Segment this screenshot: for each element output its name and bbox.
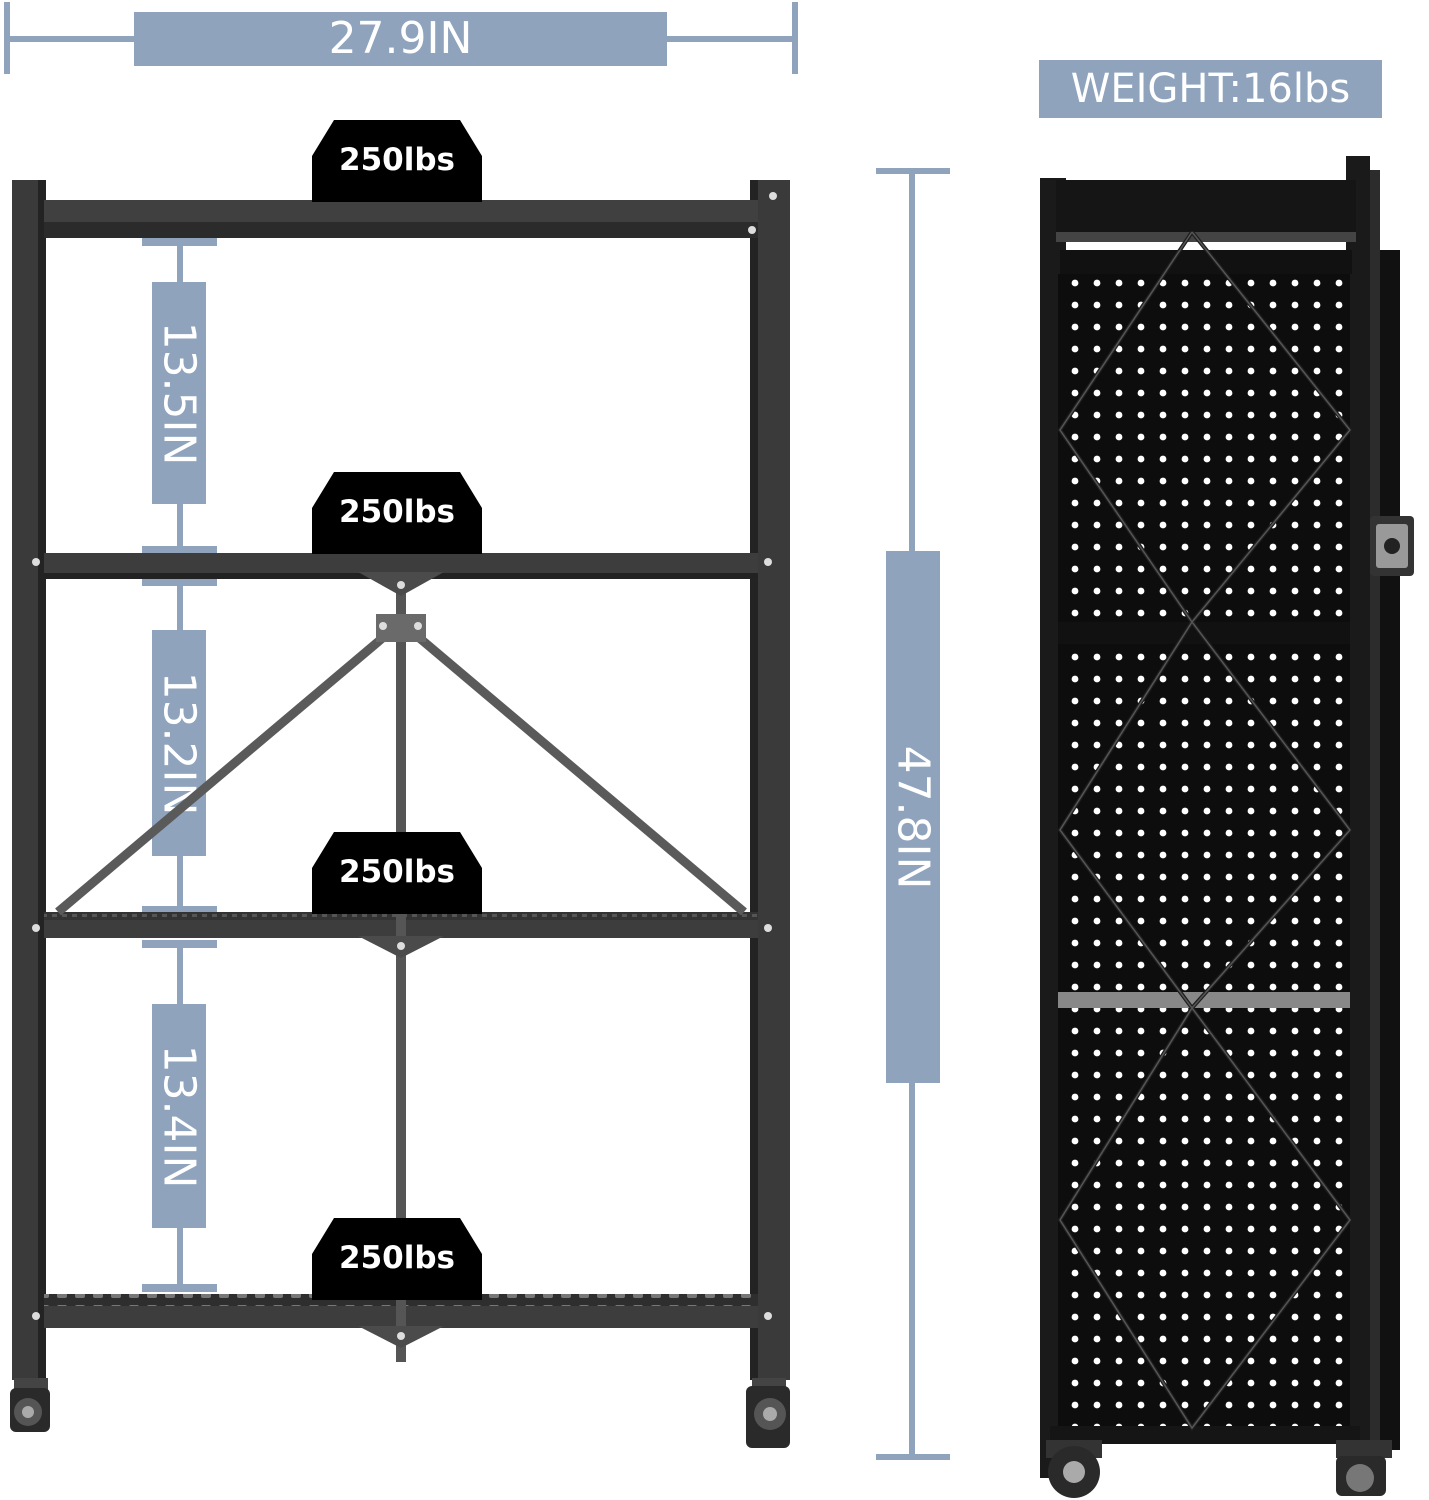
gap-cap-3b [142,1284,217,1292]
width-dimension-right-cap [792,2,798,74]
hinge-latch-icon [1370,516,1414,576]
gap-cap-2a [142,578,217,586]
capacity-badge-3: 250lbs [312,832,482,914]
caster-wheel-icon [746,1378,790,1448]
capacity-badge-1: 250lbs [312,120,482,202]
gap-cap-1a [142,238,217,246]
width-label: 27.9IN [134,12,667,66]
unfolded-shelf-rack [10,180,790,1448]
perforated-panel-2 [1058,644,1350,994]
gap-label-box-1: 13.5IN [152,282,206,504]
capacity-label-4: 250lbs [339,1240,455,1276]
gap-cap-3a [142,940,217,948]
height-label-box: 47.8IN [886,551,940,1083]
capacity-badge-2: 250lbs [312,472,482,554]
gap-label-box-3: 13.4IN [152,1004,206,1228]
gap-cap-2b [142,906,217,914]
height-dimension-bottom-cap [876,1454,950,1460]
weight-label: WEIGHT:16lbs [1039,60,1382,118]
capacity-label-1: 250lbs [339,142,455,178]
center-post [396,578,406,1362]
gap-cap-1b [142,546,217,554]
gap-label-box-2: 13.2IN [152,630,206,856]
folded-shelf-rack [1040,156,1414,1498]
caster-wheel-icon [1046,1440,1102,1498]
width-dimension-left-cap [4,2,10,74]
perforated-panel-3 [1058,1008,1350,1428]
perforated-panel-1 [1058,274,1350,622]
capacity-label-2: 250lbs [339,494,455,530]
height-label: 47.8IN [887,745,939,889]
capacity-label-3: 250lbs [339,854,455,890]
right-upright [758,180,790,1380]
caster-wheel-icon [1336,1440,1392,1496]
capacity-badge-4: 250lbs [312,1218,482,1300]
height-dimension-top-cap [876,168,950,174]
caster-wheel-icon [10,1378,50,1432]
